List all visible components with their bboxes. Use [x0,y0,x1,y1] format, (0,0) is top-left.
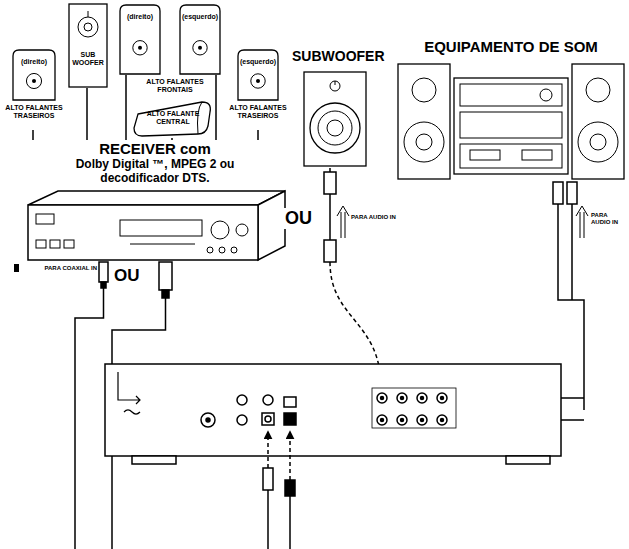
front-speaker: (esquerdo) [178,5,222,75]
node-label: EQUIPAMENTO DE SOM [396,38,626,55]
node-label: SUBWOOFER [292,48,378,64]
node-caption: ALTO FALANTES TRASEIROS [228,104,288,120]
node-caption: ALTO FALANTES TRASEIROS [3,104,65,120]
front-speaker: (direito) [118,5,162,75]
or-label: OU [284,208,313,229]
node-label: (direito) [13,58,55,66]
receiver: RECEIVER comDolby Digital ™, MPEG 2 ou d… [25,140,285,262]
subwoofer-speaker: SUB WOOFER [68,3,108,88]
or-label: OU [113,266,141,286]
connector-label: PARA AUDIO IN [350,214,397,221]
subwoofer-outline [292,48,378,168]
subwoofer-speaker-outline [68,3,108,88]
node-label: ALTO FALANTE CENTRAL [142,110,204,126]
speaker-wire [32,130,34,140]
node-caption: Dolby Digital ™, MPEG 2 ou decodificador… [70,158,240,186]
subwoofer-cable [324,168,381,388]
connector-label: PARA COAXIAL IN [22,265,98,272]
node-label: (direito) [118,13,162,21]
center-speaker: ALTO FALANTE CENTRAL [132,100,212,138]
sound-system: EQUIPAMENTO DE SOM [396,38,626,183]
rear-speaker: (esquerdo) ALTO FALANTES TRASEIROS [228,50,288,130]
rear-speaker: (direito) ALTO FALANTES TRASEIROS [3,50,65,130]
speaker-wire [125,75,127,140]
node-label: SUB WOOFER [68,51,108,67]
node-label: (esquerdo) [238,58,278,66]
sound-system-outline [396,38,626,183]
speaker-wire [215,75,217,140]
dvd-digital-plugs [263,432,295,549]
speaker-wire [171,138,173,140]
speaker-wire [86,88,88,140]
speaker-wire [257,130,259,140]
node-label: RECEIVER com [25,140,285,157]
connector-label: PARA AUDIO IN [590,212,628,226]
receiver-body [28,191,285,260]
dvd-player-rear [105,364,561,464]
node-label: (esquerdo) [178,13,222,21]
group-label: ALTO FALANTES FRONTAIS [136,78,214,94]
subwoofer: SUBWOOFER [292,48,378,168]
